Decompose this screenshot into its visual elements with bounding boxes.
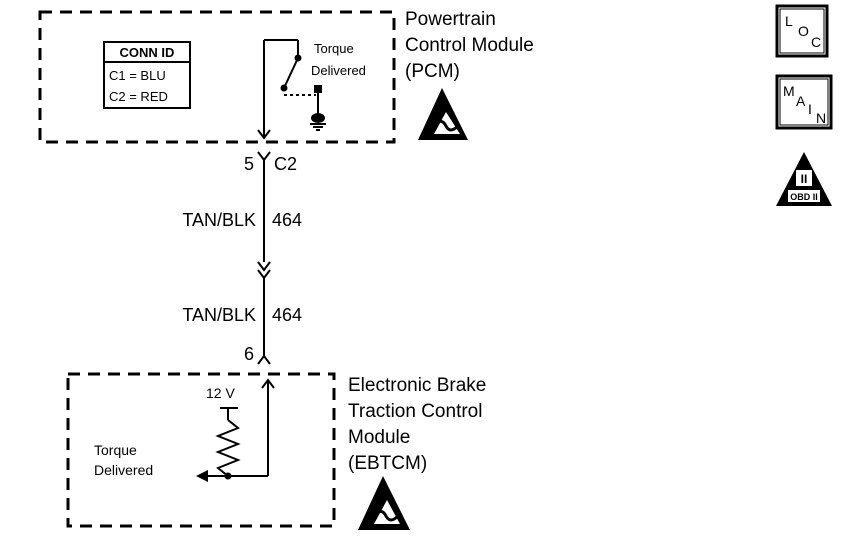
- inline-connector: [257, 261, 271, 356]
- connector-c2: [257, 151, 271, 262]
- loc-letter-l: L: [785, 13, 793, 29]
- main-icon: M A I N: [775, 74, 833, 130]
- pcm-switch-label-2: Delivered: [311, 63, 366, 78]
- pcm-title-1: Powertrain: [405, 9, 496, 30]
- loc-letter-o: O: [798, 23, 809, 39]
- connector-c2-label: C2: [274, 154, 297, 174]
- main-letter-a: A: [796, 93, 806, 109]
- ebtcm-signal-label-2: Delivered: [94, 462, 153, 478]
- wire-upper-color: TAN/BLK: [182, 210, 256, 230]
- main-letter-m: M: [783, 83, 795, 99]
- wire-lower-color: TAN/BLK: [182, 305, 256, 325]
- connector-ebtcm: [257, 354, 271, 365]
- conn-id-c1: C1 = BLU: [109, 68, 166, 83]
- ebtcm-box: [66, 372, 336, 528]
- obd-text: OBD II: [790, 192, 818, 202]
- wire-upper-circuit: 464: [272, 210, 302, 230]
- ebtcm-supply-voltage: 12 V: [206, 385, 235, 401]
- conn-id-c2: C2 = RED: [109, 89, 168, 104]
- main-letter-i: I: [808, 101, 812, 117]
- conn-id-table: CONN ID C1 = BLU C2 = RED: [103, 41, 191, 109]
- ebtcm-title-1: Electronic Brake: [348, 375, 486, 396]
- obd-ii-icon: II OBD II: [776, 152, 832, 206]
- wire-lower-circuit: 464: [272, 305, 302, 325]
- pcm-title-2: Control Module: [405, 35, 534, 56]
- loc-icon: L O C: [775, 4, 829, 58]
- conn-id-header: CONN ID: [120, 45, 175, 60]
- esd-warning-icon: [358, 476, 410, 530]
- pcm-box: [38, 10, 396, 144]
- ebtcm-title-2: Traction Control: [348, 401, 482, 422]
- loc-letter-c: C: [811, 34, 821, 50]
- ebtcm-signal-label-1: Torque: [94, 442, 137, 458]
- torque-delivered-switch: [257, 39, 326, 140]
- signal-arrow-icon: [196, 470, 208, 482]
- connector-c2-pin: 5: [244, 154, 254, 174]
- pcm-switch-label-1: Torque: [314, 41, 354, 56]
- main-letter-n: N: [816, 110, 826, 126]
- connector-ebtcm-pin: 6: [244, 344, 254, 364]
- ebtcm-title-3: Module: [348, 427, 410, 448]
- ebtcm-title-4: (EBTCM): [348, 453, 427, 474]
- pcm-title-3: (PCM): [405, 61, 460, 82]
- obd-roman: II: [801, 172, 808, 186]
- esd-warning-icon: [418, 88, 468, 140]
